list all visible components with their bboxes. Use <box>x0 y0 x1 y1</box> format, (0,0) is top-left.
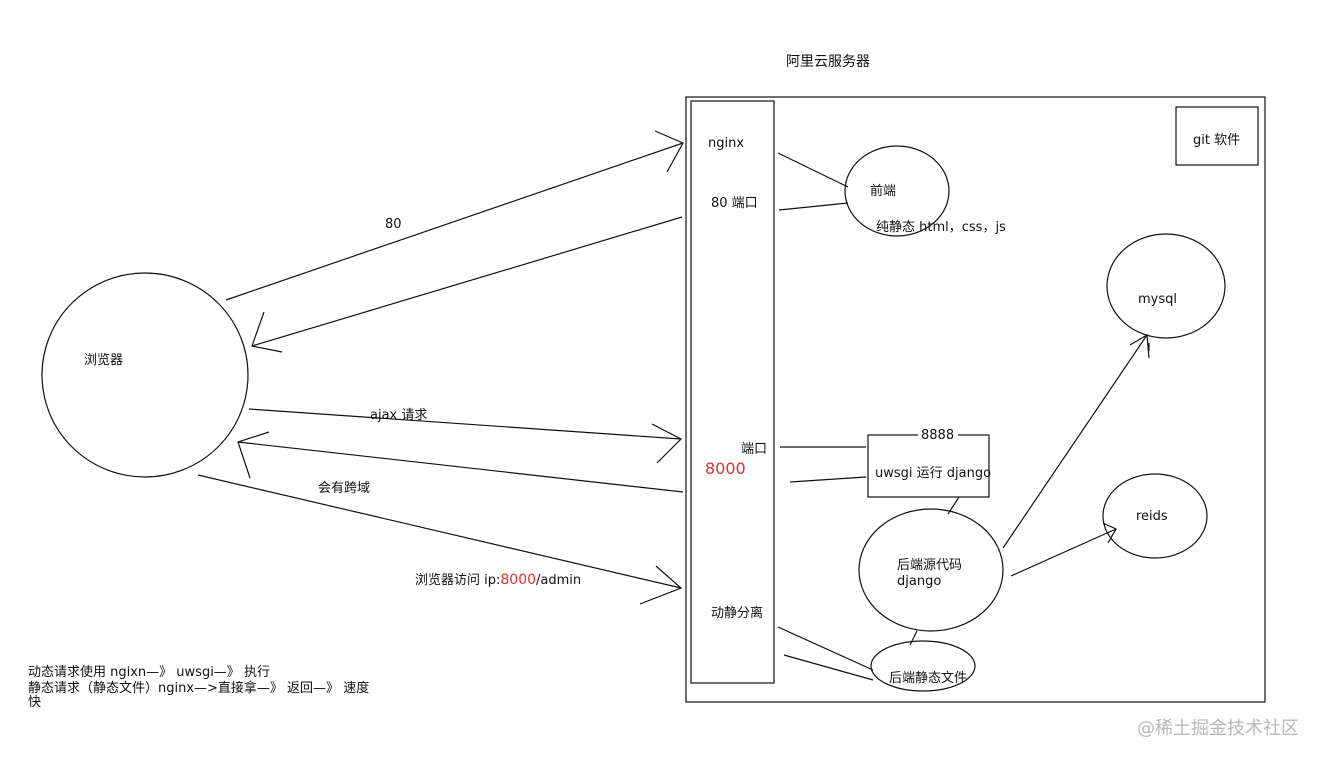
diagram-title: 阿里云服务器 <box>786 54 870 70</box>
arrow-admin <box>197 474 682 589</box>
static-to-nginx-a <box>777 626 874 671</box>
git-box <box>1175 106 1259 166</box>
static-to-nginx-b <box>783 654 874 681</box>
redis-circle <box>1102 473 1208 559</box>
backend-code-circle <box>858 508 1004 632</box>
browser-circle <box>41 272 249 478</box>
port80-to-frontend <box>778 202 849 211</box>
backend-to-redis <box>1010 528 1117 577</box>
admin-suffix: /admin <box>536 573 581 588</box>
backend-static-label: 后端静态文件 <box>889 671 967 686</box>
uwsgi-to-nginx <box>789 476 867 483</box>
admin-port: 8000 <box>500 572 536 588</box>
backend-to-static <box>909 630 918 646</box>
notes-line-1: 动态请求使用 ngixn—》 uwsgi—》 执行 <box>28 664 270 680</box>
server-box <box>685 96 1266 703</box>
admin-access-label: 浏览器访问 ip:8000/admin <box>415 572 581 588</box>
arrow-to-nginx-80 <box>225 142 684 301</box>
uwsgi-label: uwsgi 运行 django <box>875 466 991 481</box>
uwsgi-port-label: 8888 <box>921 428 954 443</box>
cors-label: 会有跨域 <box>318 481 370 496</box>
nginx-box <box>690 100 775 684</box>
ajax-label: ajax 请求 <box>370 408 427 423</box>
backend-code-framework: django <box>897 574 941 589</box>
backend-to-mysql <box>1002 334 1148 549</box>
frontend-label: 前端 <box>870 183 896 199</box>
mysql-label: mysql <box>1138 292 1177 307</box>
uwsgi-port-bg <box>918 428 958 442</box>
port-8000-label: 8000 <box>705 459 746 478</box>
redis-label: reids <box>1136 509 1168 524</box>
backend-static-circle <box>870 640 976 692</box>
arrowhead <box>651 423 683 464</box>
redacted-port <box>704 440 740 455</box>
mysql-circle <box>1106 233 1226 339</box>
arrow-response <box>237 441 684 493</box>
admin-prefix: 浏览器访问 ip: <box>415 572 500 588</box>
port-80-label: 80 端口 <box>711 196 758 211</box>
watermark: @稀土掘金技术社区 <box>1137 718 1299 739</box>
redacted-ip <box>900 52 990 68</box>
arrow-from-nginx <box>251 216 683 347</box>
port-suffix-label: 端口 <box>741 442 767 457</box>
frontend-desc: 纯静态 html，css，js <box>876 220 1006 235</box>
nginx-label: nginx <box>708 136 744 151</box>
backend-code-label: 后端源代码 <box>897 558 962 573</box>
arrow-ajax <box>248 408 682 440</box>
static-dynamic-label: 动静分离 <box>711 605 763 621</box>
port-80-edge-label: 80 <box>385 217 402 232</box>
frontend-circle <box>844 145 950 237</box>
arrowhead <box>654 130 684 173</box>
arrowhead <box>237 431 270 479</box>
nginx-to-frontend <box>777 152 849 188</box>
uwsgi-to-backend <box>947 496 960 515</box>
browser-label: 浏览器 <box>84 352 123 368</box>
arrowhead <box>1129 334 1150 359</box>
arrowhead <box>639 565 683 605</box>
notes-line-2: 静态请求（静态文件）nginx—>直接拿—》 返回—》 速度 <box>28 680 369 696</box>
arrowhead <box>1102 522 1117 544</box>
arrowhead <box>251 311 283 353</box>
git-label: git 软件 <box>1193 133 1240 148</box>
notes-line-3: 快 <box>28 695 41 710</box>
